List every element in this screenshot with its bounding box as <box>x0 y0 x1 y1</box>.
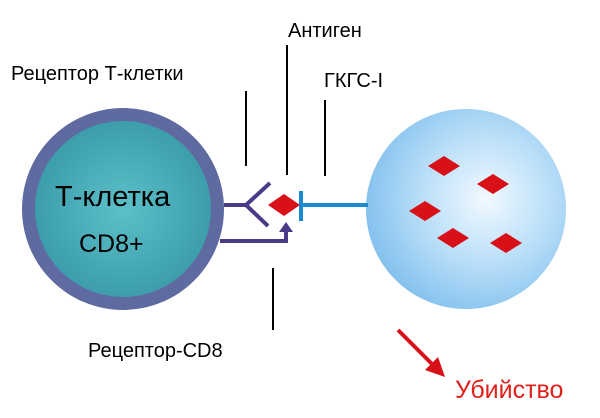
antigen-marker <box>477 174 509 194</box>
antigen-marker <box>490 233 522 253</box>
cd8-arrowhead <box>279 222 293 232</box>
presented-antigen <box>268 194 300 216</box>
cd8-receptor-label: Рецептор-CD8 <box>88 340 223 362</box>
cd8-label: CD8+ <box>79 230 144 258</box>
t-cell-label: Т-клетка <box>55 181 171 213</box>
antigen-marker <box>428 156 460 176</box>
antigen-label: Антиген <box>288 20 362 42</box>
kill-arrowhead <box>425 357 445 377</box>
t-cell-receptor-lower-arm <box>244 203 270 228</box>
kill-arrow <box>396 328 436 368</box>
antigen-marker <box>437 228 469 248</box>
tcr-label: Рецептор Т-клетки <box>11 63 184 85</box>
t-cell-receptor <box>224 181 272 207</box>
target-cell-antigens <box>409 156 522 253</box>
kill-label: Убийство <box>455 376 563 404</box>
t-cell-body <box>35 121 211 297</box>
cd8-receptor <box>220 232 288 243</box>
antigen-marker <box>409 201 441 221</box>
mhc-label: ГКГС-I <box>324 70 383 92</box>
target-cell <box>366 109 566 309</box>
